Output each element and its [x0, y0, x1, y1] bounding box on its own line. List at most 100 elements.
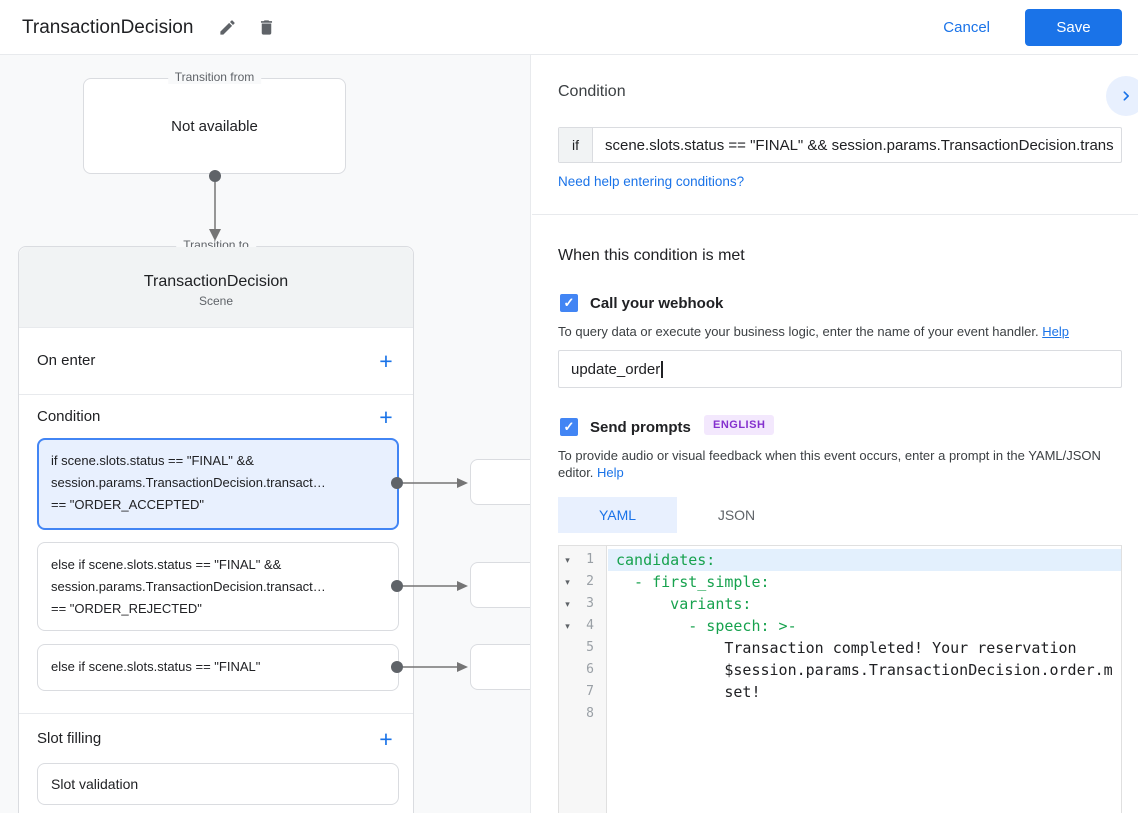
line-number: 4 [586, 618, 594, 633]
code-text: $session.params.TransactionDecision.orde… [616, 661, 1113, 679]
collapse-panel-button[interactable] [1106, 76, 1138, 116]
code-text: set! [616, 683, 761, 701]
webhook-handler-input[interactable]: update_order [558, 350, 1122, 388]
webhook-helper-text: To query data or execute your business l… [558, 323, 1118, 340]
code-text: - first_simple: [616, 573, 770, 591]
language-badge: ENGLISH [704, 415, 775, 435]
slot-validation-card[interactable]: Slot validation [37, 763, 399, 805]
cancel-button[interactable]: Cancel [943, 0, 990, 55]
gutter-spacer [559, 703, 576, 725]
scene-card-header: TransactionDecision Scene [19, 247, 413, 328]
code-text: - speech: >- [616, 617, 797, 635]
condition-text: == "ORDER_ACCEPTED" [51, 497, 204, 512]
line-number: 7 [586, 684, 594, 699]
arrow-right-icon [457, 478, 468, 488]
webhook-handler-value: update_order [571, 360, 661, 378]
condition-section-label: Condition [37, 408, 101, 425]
condition-card-final[interactable]: else if scene.slots.status == "FINAL" [37, 644, 399, 691]
collapse-toggle-icon[interactable]: ▾ [565, 599, 570, 609]
line-number: 2 [586, 574, 594, 589]
trash-icon [260, 19, 272, 35]
gutter-spacer [559, 659, 576, 681]
edit-scene-name-button[interactable] [213, 13, 241, 41]
pencil-icon [219, 19, 235, 35]
condition-help-link[interactable]: Need help entering conditions? [558, 174, 745, 189]
yaml-prompt-editor[interactable]: ▾ 1 candidates: ▾ 2 - first_simple: ▾ 3 … [558, 545, 1122, 813]
add-condition-button[interactable]: + [373, 404, 399, 430]
condition-card-order-accepted[interactable]: if scene.slots.status == "FINAL" && sess… [37, 438, 399, 530]
code-text: Transaction completed! Your reservation [616, 639, 1077, 657]
gutter-spacer [559, 681, 576, 703]
tab-json[interactable]: JSON [717, 507, 756, 523]
webhook-helper-body: To query data or execute your business l… [558, 324, 1039, 339]
line-number: 6 [586, 662, 594, 677]
top-app-bar: TransactionDecision Cancel Save [0, 0, 1138, 55]
check-icon: ✓ [563, 419, 575, 434]
editor-line: ▾ 3 variants: [559, 593, 1121, 615]
condition-text: session.params.TransactionDecision.trans… [51, 475, 326, 490]
scene-flow-canvas: Transition from Not available Transition… [0, 55, 531, 813]
slot-filling-label: Slot filling [37, 730, 102, 747]
collapse-toggle-icon[interactable]: ▾ [565, 555, 570, 565]
code-text: candidates: [608, 549, 1121, 571]
condition-expression-input[interactable]: scene.slots.status == "FINAL" && session… [605, 136, 1114, 154]
condition-text: else if scene.slots.status == "FINAL" && [51, 557, 282, 572]
panel-divider [532, 214, 1138, 215]
scene-type-label: Scene [198, 294, 234, 308]
prompts-help-link[interactable]: Help [597, 465, 624, 480]
panel-heading: Condition [558, 83, 626, 100]
editor-line: 6 $session.params.TransactionDecision.or… [559, 659, 1121, 681]
collapse-toggle-icon[interactable]: ▾ [565, 621, 570, 631]
tab-yaml[interactable]: YAML [558, 497, 677, 533]
condition-expression-field: if scene.slots.status == "FINAL" && sess… [558, 127, 1122, 163]
delete-scene-button[interactable] [252, 13, 280, 41]
transition-from-legend: Transition from [167, 70, 262, 84]
editor-line: 5 Transaction completed! Your reservatio… [559, 637, 1121, 659]
scene-name: TransactionDecision [143, 273, 289, 290]
line-number: 5 [586, 640, 594, 655]
line-number: 3 [586, 596, 594, 611]
add-on-enter-button[interactable]: + [373, 348, 399, 374]
page-title: TransactionDecision [22, 16, 194, 38]
editor-line: ▾ 1 candidates: [559, 549, 1121, 571]
call-webhook-label: Call your webhook [590, 295, 724, 312]
condition-detail-panel: Condition if scene.slots.status == "FINA… [532, 55, 1138, 813]
line-number: 1 [586, 552, 594, 567]
add-slot-button[interactable]: + [373, 726, 399, 752]
arrow-right-icon [457, 662, 468, 672]
editor-gutter [559, 546, 607, 813]
text-cursor [661, 360, 663, 378]
condition-text: else if scene.slots.status == "FINAL" [51, 659, 261, 674]
editor-line: 7 set! [559, 681, 1121, 703]
on-enter-label: On enter [37, 352, 96, 369]
transition-target-box[interactable] [470, 459, 530, 505]
webhook-help-link[interactable]: Help [1042, 324, 1069, 339]
collapse-toggle-icon[interactable]: ▾ [565, 577, 570, 587]
arrow-right-icon [457, 581, 468, 591]
send-prompts-label: Send prompts [590, 419, 691, 436]
call-webhook-checkbox[interactable]: ✓ [560, 294, 578, 312]
code-text: variants: [616, 595, 752, 613]
prompts-helper-body: To provide audio or visual feedback when… [558, 448, 1101, 480]
transition-from-status: Not available [171, 117, 258, 135]
condition-card-order-rejected[interactable]: else if scene.slots.status == "FINAL" &&… [37, 542, 399, 631]
send-prompts-checkbox[interactable]: ✓ [560, 418, 578, 436]
editor-line: ▾ 4 - speech: >- [559, 615, 1121, 637]
editor-line: 8 [559, 703, 1121, 725]
gutter-spacer [559, 637, 576, 659]
if-prefix-label: if [559, 128, 593, 162]
condition-text: if scene.slots.status == "FINAL" && [51, 453, 254, 468]
condition-text: session.params.TransactionDecision.trans… [51, 579, 326, 594]
code-text [608, 703, 1121, 725]
editor-line: ▾ 2 - first_simple: [559, 571, 1121, 593]
chevron-right-icon [1123, 91, 1129, 101]
transition-to-card: Transition to TransactionDecision Scene … [18, 238, 414, 813]
on-enter-section: On enter + [19, 328, 413, 395]
transition-target-box[interactable] [470, 644, 530, 690]
transition-target-box[interactable] [470, 562, 530, 608]
save-button[interactable]: Save [1025, 9, 1122, 46]
prompts-helper-text: To provide audio or visual feedback when… [558, 447, 1118, 481]
transition-from-box: Transition from Not available [83, 70, 346, 174]
line-number: 8 [586, 706, 594, 721]
